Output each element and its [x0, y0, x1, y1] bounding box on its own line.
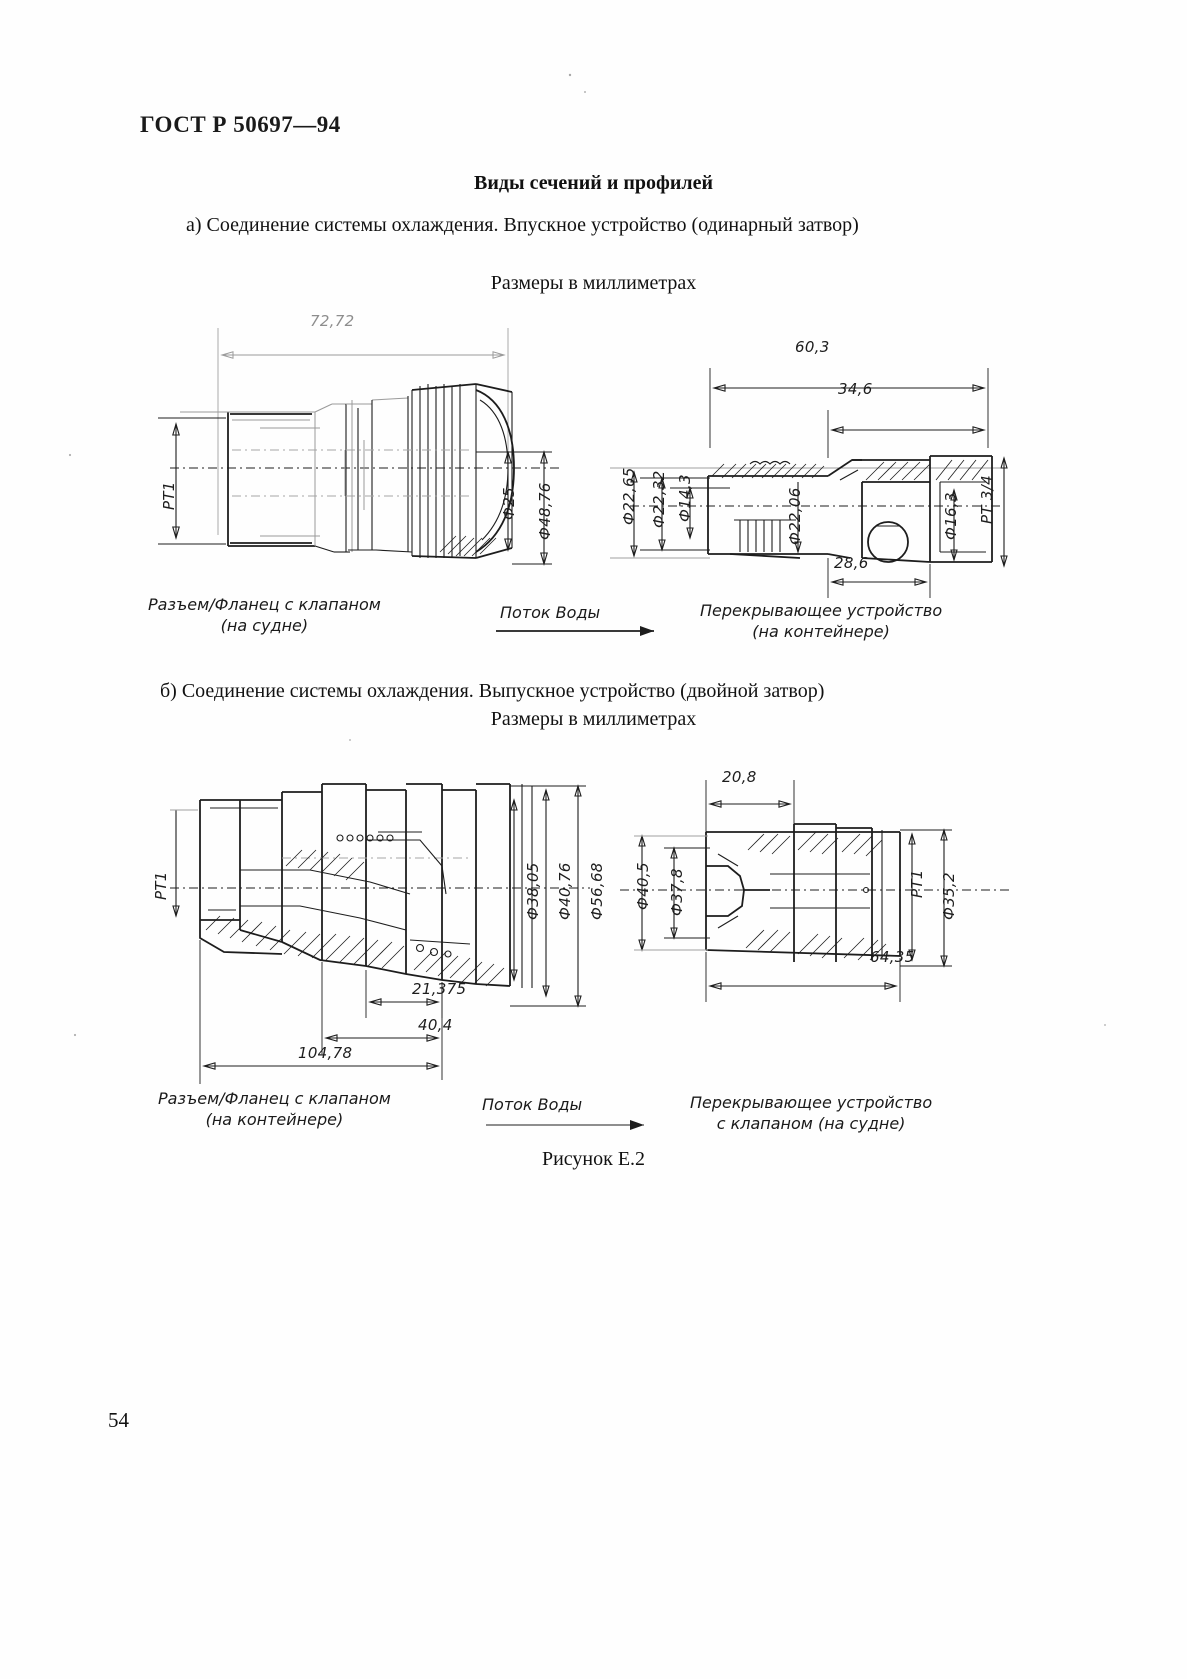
paragraph-a: а) Соединение системы охлаждения. Впускн… — [140, 210, 1045, 240]
dimension-label-a-right-len2: 34,6 — [838, 380, 873, 398]
dimension-label-b-right-d1: Ф40,5 — [634, 862, 652, 910]
dimensions-note-b: Размеры в миллиметрах — [490, 708, 697, 730]
figure-a-left-caption: Разъем/Фланец с клапаном (на судне) — [148, 594, 381, 636]
dimension-label-b-left-d3: Ф56,68 — [588, 862, 606, 920]
figure-a-left-caption-line1: Разъем/Фланец с клапаном — [148, 595, 381, 614]
paragraph-b-marker: б) — [160, 680, 177, 702]
dimension-label-a-right-d1: Ф22,65 — [620, 467, 638, 525]
page-number: 54 — [108, 1408, 129, 1432]
dimension-label-a-right-d2: Ф22,32 — [650, 470, 668, 528]
dimension-label-b-left-len3: 104,78 — [298, 1044, 353, 1062]
figure-a-right-caption: Перекрывающее устройство (на контейнере) — [700, 600, 942, 642]
section-title: Виды сечений и профилей — [474, 172, 713, 194]
figure-b-left-caption-line2: (на контейнере) — [205, 1110, 344, 1129]
dimension-label-b-right-len1: 20,8 — [722, 768, 757, 786]
dimensions-note-a: Размеры в миллиметрах — [490, 272, 697, 294]
figure-b-left-caption-line1: Разъем/Фланец с клапаном — [158, 1089, 391, 1108]
dimension-label-a-right-len1: 60,3 — [795, 338, 830, 356]
dimension-label-b-left-thread: РТ1 — [152, 871, 170, 900]
figure-a-left-caption-line2: (на судне) — [220, 616, 309, 635]
figure-a-flow-label: Поток Воды — [500, 603, 601, 622]
paragraph-a-text: Соединение системы охлаждения. Впускное … — [206, 214, 859, 236]
dimension-label-b-left-len1: 21,375 — [412, 980, 467, 998]
standard-header: ГОСТ Р 50697—94 — [140, 112, 341, 137]
figure-b-right-caption: Перекрывающее устройство с клапаном (на … — [690, 1092, 932, 1134]
dimension-label-a-left-d1: Ф25 — [500, 487, 518, 520]
dimension-label-b-right-thread: РТ1 — [908, 869, 926, 898]
figure-a-left-drawing — [158, 328, 560, 566]
flow-arrow-b-icon — [486, 1120, 644, 1130]
figure-b-left-drawing — [170, 783, 590, 1084]
dimension-label-a-right-d3: Ф14,3 — [676, 474, 694, 522]
dimension-label-a-left-length: 72,72 — [310, 312, 355, 330]
figure-caption: Рисунок Е.2 — [541, 1148, 646, 1170]
paragraph-a-marker: а) — [186, 214, 202, 236]
flow-arrow-a-icon — [496, 626, 654, 636]
figure-a-right-drawing — [610, 368, 1008, 598]
dimension-label-a-right-thread: РТ 3/4 — [978, 475, 996, 524]
dimension-label-a-right-d4: Ф22,06 — [786, 487, 804, 545]
dimension-label-b-right-d2: Ф37,8 — [668, 868, 686, 916]
figure-a-right-caption-line2: (на контейнере) — [752, 622, 890, 641]
dimension-label-b-right-d3: Ф35,2 — [940, 872, 958, 920]
dimension-label-b-left-d2: Ф40,76 — [556, 862, 574, 920]
dimension-label-a-left-d2: Ф48,76 — [536, 482, 554, 540]
dimension-label-b-right-len2: 64,35 — [870, 948, 915, 966]
paragraph-b: б) Соединение системы охлаждения. Выпуск… — [160, 676, 1020, 706]
figure-b-right-caption-line2: с клапаном (на судне) — [716, 1114, 906, 1133]
dimension-label-a-right-len3: 28,6 — [834, 554, 869, 572]
figure-b-flow-label: Поток Воды — [482, 1095, 583, 1114]
dimension-label-b-left-d1: Ф38,05 — [524, 862, 542, 920]
figure-b-right-caption-line1: Перекрывающее устройство — [690, 1093, 933, 1112]
figure-a-right-caption-line1: Перекрывающее устройство — [700, 601, 943, 620]
figure-b-left-caption: Разъем/Фланец с клапаном (на контейнере) — [158, 1088, 391, 1130]
figure-b-right-drawing — [620, 780, 1010, 1002]
dimension-label-b-left-len2: 40,4 — [418, 1016, 453, 1034]
paragraph-b-text: Соединение системы охлаждения. Выпускное… — [181, 680, 825, 702]
dimension-label-a-right-d5: Ф16,3 — [942, 492, 960, 540]
dimension-label-a-left-thread: РТ1 — [160, 481, 178, 510]
